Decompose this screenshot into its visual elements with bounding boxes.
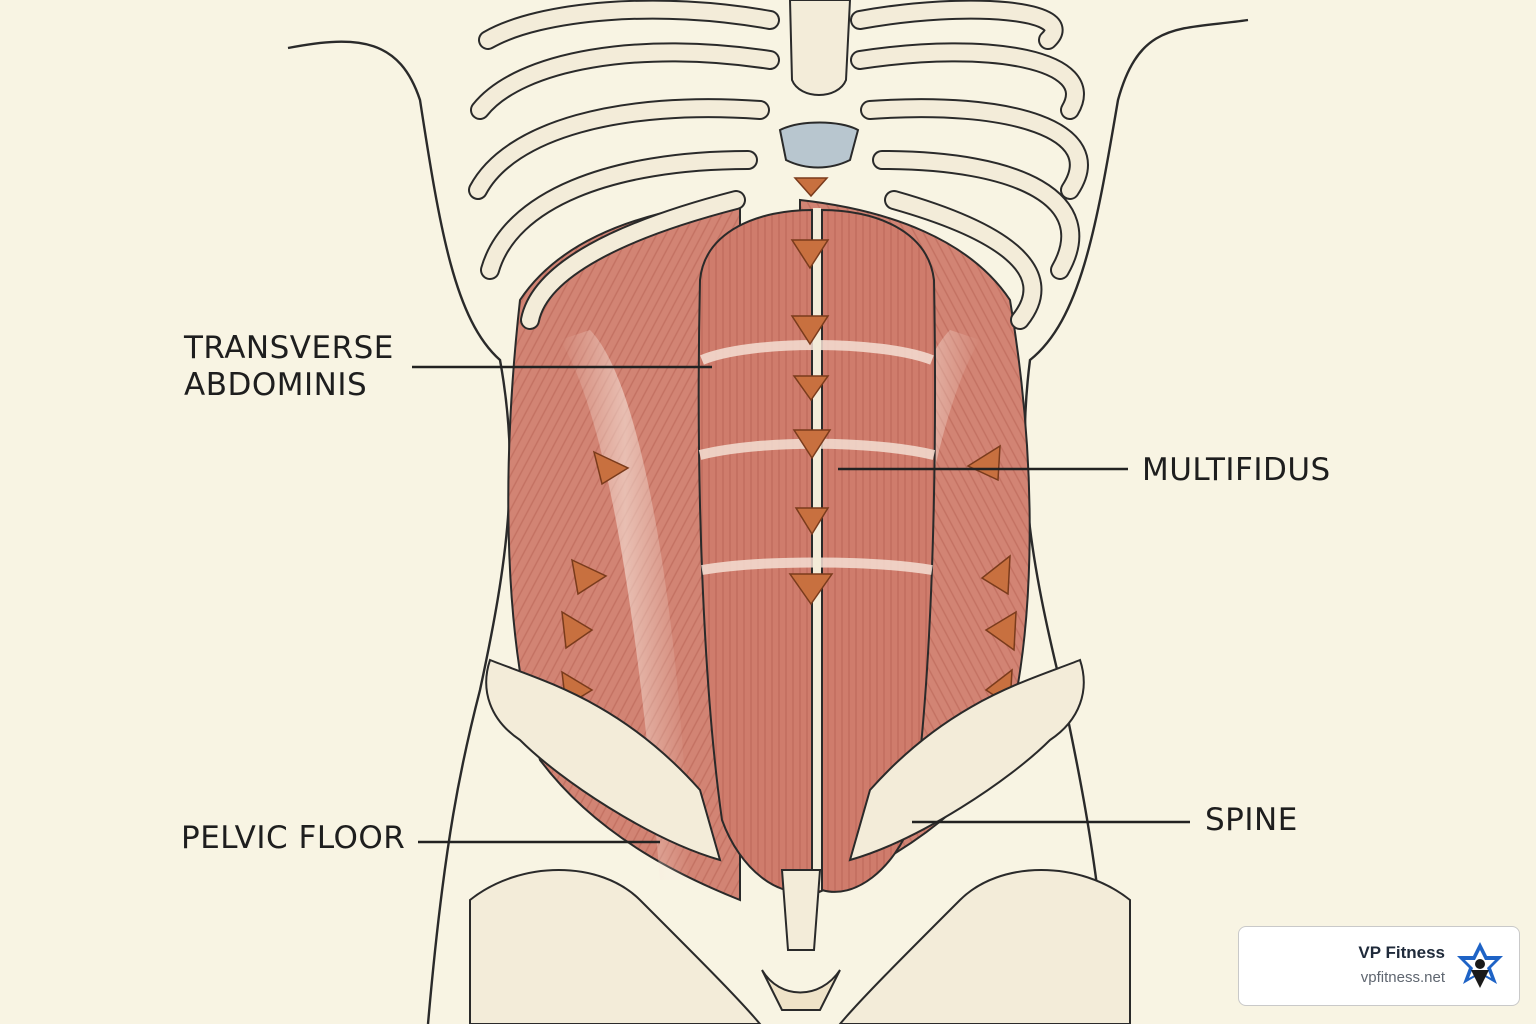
left-iliac-crest: [485, 658, 722, 862]
body-outline: [287, 18, 1249, 1024]
left-hip-bone: [469, 869, 762, 1024]
right-iliac-crest: [848, 658, 1085, 862]
rectus-right-muscle: [821, 208, 937, 893]
sternum: [788, 0, 852, 96]
rectus-left-muscle: [697, 208, 813, 893]
right-hip-bone: [838, 869, 1131, 1024]
pelvic-floor-label: PELVIC FLOOR: [181, 820, 406, 856]
xiphoid: [778, 121, 860, 169]
pubic-symphysis: [780, 869, 822, 951]
left-sheath-highlight: [560, 330, 690, 880]
leader-lines: [412, 365, 1190, 844]
brand-url: vpfitness.net: [1360, 969, 1445, 986]
spine-label: SPINE: [1205, 802, 1298, 838]
vp-star-logo-icon: [1457, 942, 1503, 988]
rib-cage: [468, 0, 1089, 330]
pelvis: [469, 658, 1131, 1024]
brand-name: VP Fitness: [1358, 943, 1445, 962]
transverse-abdominis-label: TRANSVERSE ABDOMINIS: [184, 330, 394, 404]
sacrum: [761, 969, 841, 1011]
brand-card[interactable]: VP Fitness vpfitness.net: [1238, 926, 1520, 1006]
multifidus-label: MULTIFIDUS: [1142, 452, 1331, 488]
transverse-abdominis-label-line-1: TRANSVERSE: [184, 330, 394, 366]
transverse-abdominis-label-line-2: ABDOMINIS: [184, 367, 368, 403]
